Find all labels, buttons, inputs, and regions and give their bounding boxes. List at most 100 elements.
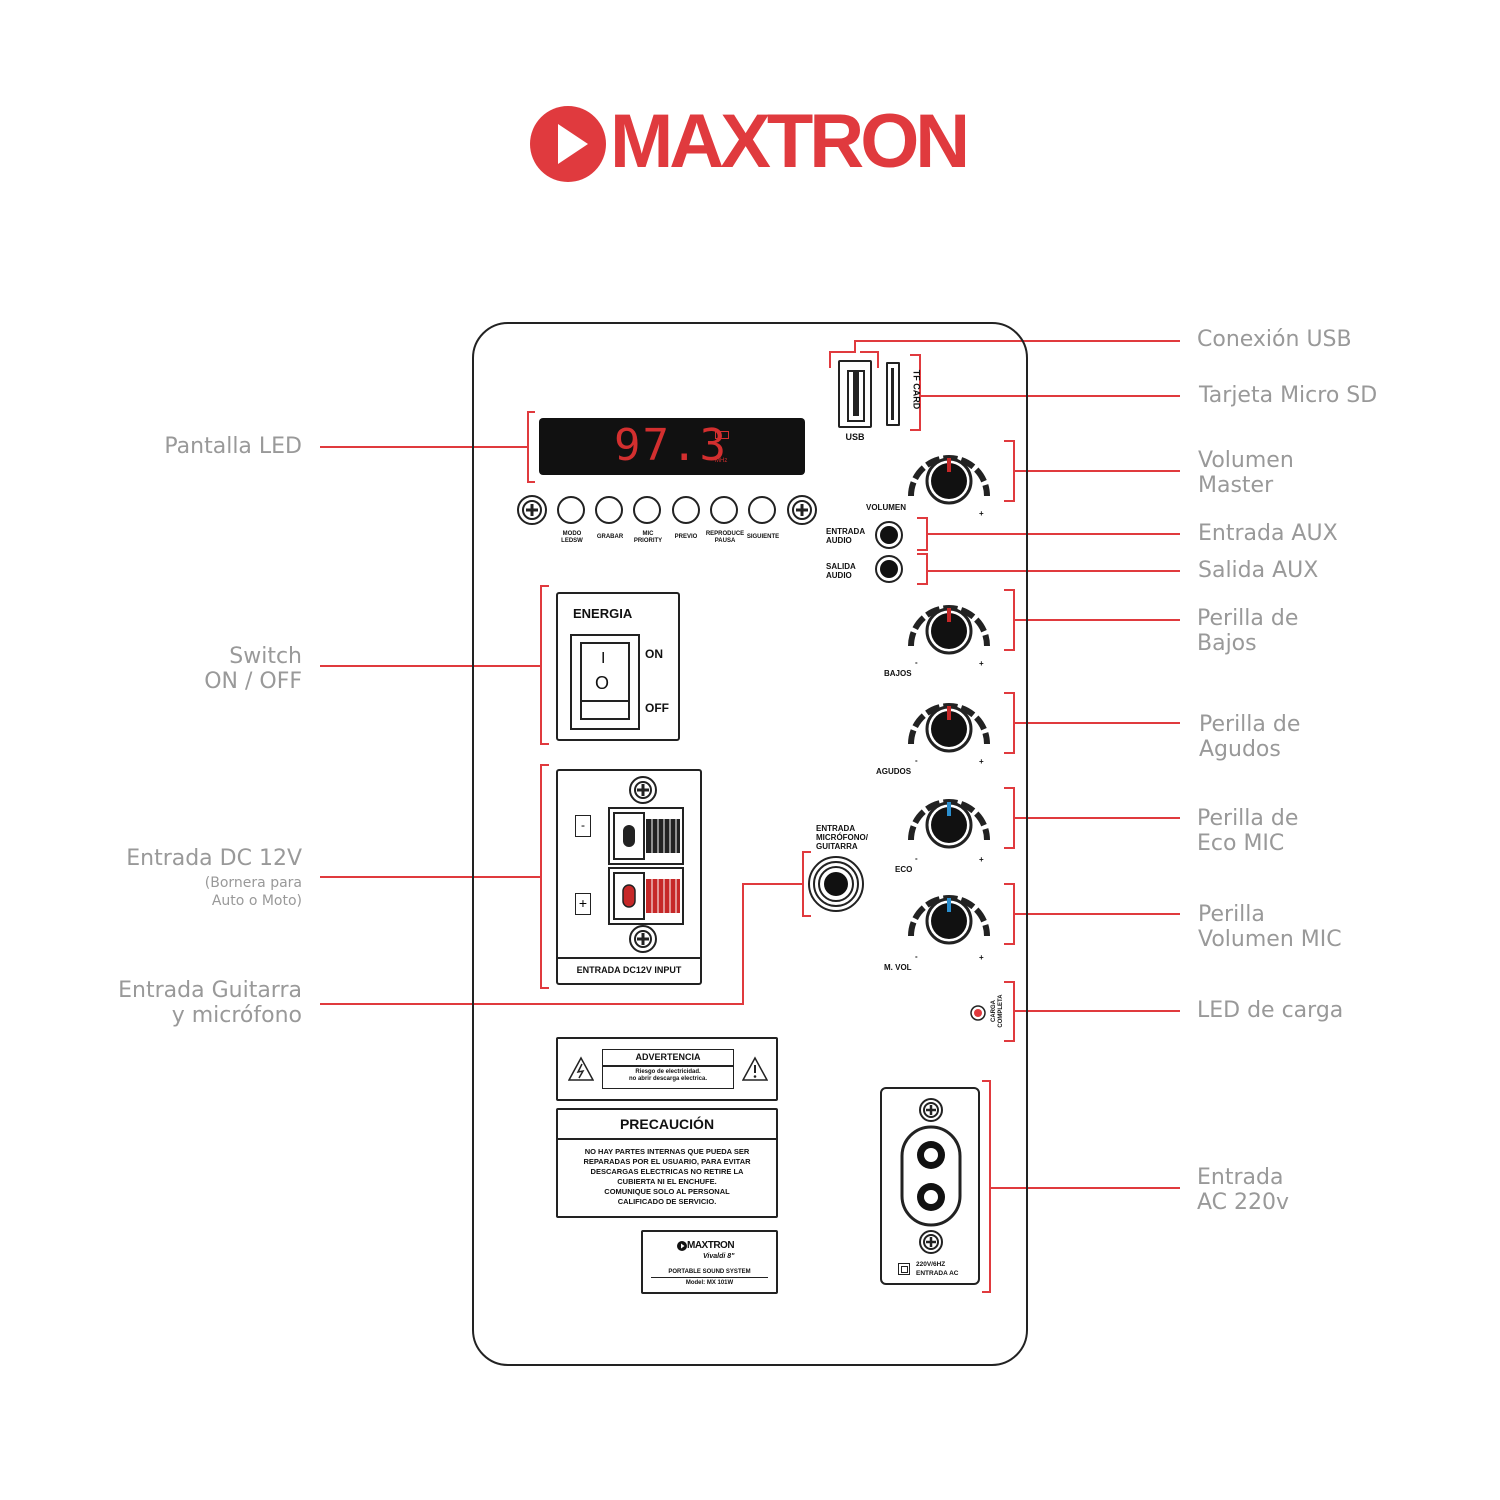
bajos-knob[interactable] [898,582,998,672]
caution-plate: PRECAUCIÓN NO HAY PARTES INTERNAS QUE PU… [556,1108,778,1218]
tf-card-label: TF CARD [911,369,922,410]
callout-aux-in: Entrada AUX [1198,521,1338,546]
caution-title: PRECAUCIÓN [619,1116,715,1132]
callout-mic-vol: Perilla Volumen MIC [1198,902,1342,952]
callout-agudos: Perilla de Agudos [1199,712,1301,762]
ac-socket[interactable] [900,1125,962,1227]
modo-button[interactable] [557,496,585,524]
double-insulation-icon [898,1263,910,1275]
switch-off-label: OFF [645,701,669,715]
model-number: Model: MX 101W [685,1280,734,1286]
screw-icon [919,1230,943,1254]
aux-out-jack[interactable] [874,554,904,584]
plus-sign: + [979,509,984,518]
grabar-button[interactable] [595,496,623,524]
knob-label: ECO [895,865,913,874]
dc-input-label: ENTRADA DC12V INPUT [576,965,682,975]
screw-icon [919,1098,943,1122]
siguiente-button[interactable] [748,496,776,524]
caution-text: NO HAY PARTES INTERNAS QUE PUEDA SER REP… [583,1147,751,1206]
plus-sign: + [979,855,984,864]
led-display: 97.3 MHz [539,418,805,475]
usb-label: USB [845,432,865,442]
aux-in-label: ENTRADA AUDIO [826,527,866,545]
switch-on-symbol: I [601,650,606,667]
plus-sign: + [979,757,984,766]
knob-label: M. VOL [884,963,912,972]
model-series: Vivaldi 8" [703,1253,735,1260]
warning-plate: ADVERTENCIA Riesgo de electricidad. no a… [556,1037,778,1101]
callout-guitar-input: Entrada Guitarra y micrófono [118,978,302,1028]
rocker-switch[interactable]: I O [570,634,640,730]
binding-post-terminals[interactable] [608,807,684,925]
plus-sign: + [979,659,984,668]
charge-led [970,1005,986,1021]
eco-knob[interactable] [898,776,998,866]
power-switch-title: ENERGIA [573,606,633,621]
dc-plus-sign: + [575,893,591,915]
reproduce-pausa-button[interactable] [710,496,738,524]
knob-label: VOLUMEN [866,503,906,512]
screw-icon [629,925,657,953]
button-label: PREVIO [674,534,698,540]
power-switch-panel: ENERGIA I O ON OFF [556,592,680,741]
model-plate: MAXTRON Vivaldi 8" PORTABLE SOUND SYSTEM… [641,1230,778,1294]
previo-button[interactable] [672,496,700,524]
ac-label: ENTRADA AC [916,1270,959,1277]
callout-switch: Switch ON / OFF [204,644,302,694]
minus-sign: - [915,952,918,961]
callout-bajos: Perilla de Bajos [1197,606,1299,656]
button-label: GRABAR [596,534,624,540]
button-label: MODO LEDSW [561,531,583,544]
mic-priority-button[interactable] [633,496,661,524]
minus-sign: - [915,854,918,863]
warning-icon [742,1056,768,1081]
speaker-panel [472,322,1028,1366]
ac-spec: 220V/6HZ [916,1261,946,1268]
tf-card-slot[interactable] [886,362,900,426]
minus-sign: - [915,658,918,667]
callout-led-carga: LED de carga [1197,998,1344,1023]
brand-name: MAXTRON [610,99,970,184]
screw-right-icon [787,495,817,525]
charge-led-label: CARGA COMPLETA [991,994,1004,1028]
plus-sign: + [979,953,984,962]
electric-hazard-icon [568,1056,594,1081]
callout-sd: Tarjeta Micro SD [1199,383,1378,408]
dc-input-panel: - + ENTRADA DC12V INPUT [556,769,702,985]
dc-minus-sign: - [575,815,591,837]
usb-port[interactable] [838,360,872,428]
switch-on-label: ON [645,647,663,661]
callout-ac: Entrada AC 220v [1197,1165,1290,1215]
battery-icon [715,431,729,439]
callout-eco: Perilla de Eco MIC [1197,806,1299,856]
callout-volumen: Volumen Master [1198,448,1294,498]
mic-volume-knob[interactable] [898,872,998,962]
warning-text: Riesgo de electricidad. no abrir descarg… [628,1069,708,1082]
button-label: SIGUIENTE [746,534,780,540]
warning-title: ADVERTENCIA [635,1052,701,1062]
screw-left-icon [517,495,547,525]
play-logo-icon [677,1241,687,1251]
volumen-knob[interactable] [898,432,998,522]
play-logo-icon [530,106,606,182]
model-brand: MAXTRON [687,1240,735,1251]
ac-input-panel: 220V/6HZ ENTRADA AC [880,1087,980,1285]
model-system: PORTABLE SOUND SYSTEM [668,1269,751,1275]
callout-usb: Conexión USB [1197,327,1352,352]
button-label: REPRODUCE PAUSA [705,531,745,544]
frequency-unit: MHz [715,458,728,464]
callout-dc-sub: (Bornera para Auto o Moto) [204,875,302,909]
knob-label: AGUDOS [876,767,912,776]
agudos-knob[interactable] [898,680,998,770]
screw-icon [629,776,657,804]
mic-guitar-jack[interactable] [807,855,865,913]
button-label: MIC PRIORITY [633,531,663,544]
aux-in-jack[interactable] [874,520,904,550]
knob-label: BAJOS [884,669,912,678]
frequency-readout: 97.3 [614,420,728,471]
callout-pantalla-led: Pantalla LED [164,434,302,459]
minus-sign: - [915,756,918,765]
callout-dc-input: Entrada DC 12V [126,846,302,871]
